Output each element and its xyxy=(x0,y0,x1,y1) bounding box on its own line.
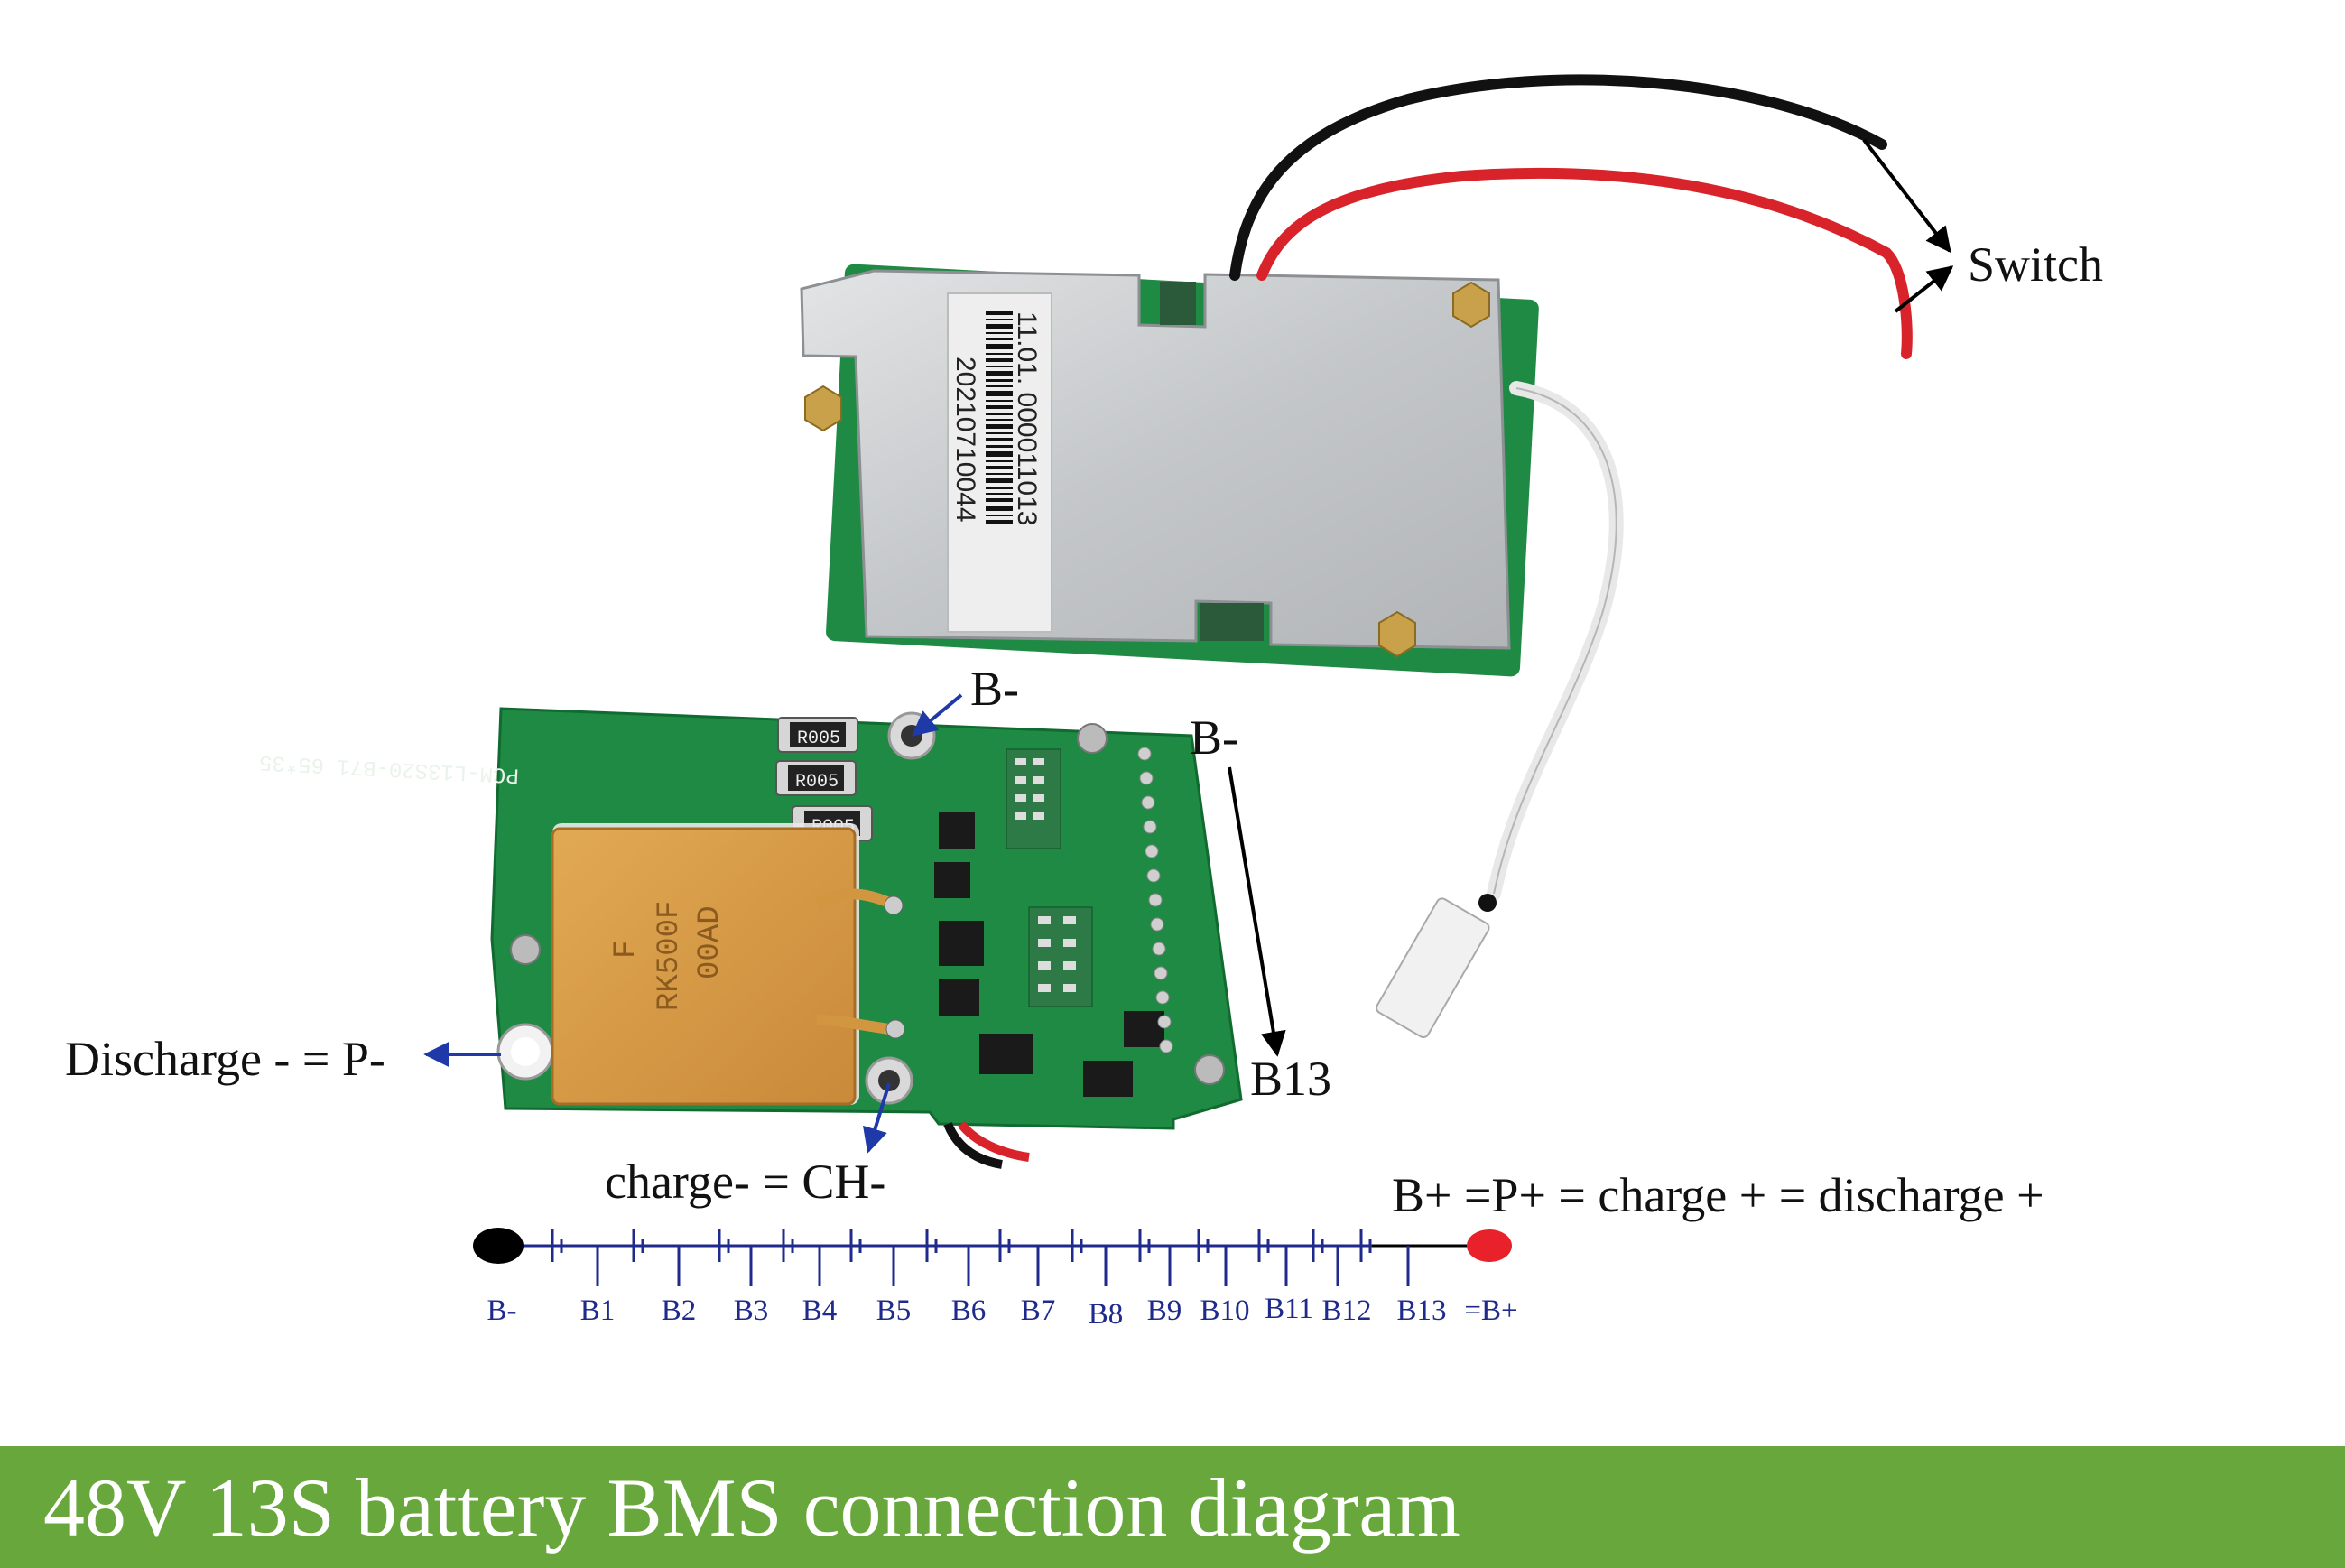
svg-text:R005: R005 xyxy=(797,728,840,749)
cell-label-b6: B6 xyxy=(950,1294,987,1327)
model-text: PCM-L13S20-B71 65*35 xyxy=(259,749,520,787)
bms-bottom-board: R005 R005 R005 PCM-L13S20-B71 65*35 xyxy=(259,707,1243,1169)
cell-label-b1: B1 xyxy=(579,1294,616,1327)
b-minus-node xyxy=(473,1228,524,1264)
svg-text:RK500F: RK500F xyxy=(653,901,687,1011)
svg-text:F: F xyxy=(609,941,644,959)
charge-arrow xyxy=(863,1082,891,1154)
b13-label: B13 xyxy=(1250,1052,1332,1106)
cell-label-b4: B4 xyxy=(802,1294,838,1327)
cell-label-b12: B12 xyxy=(1321,1294,1372,1327)
switch-arrow-red xyxy=(1894,265,1954,313)
cell-schematic xyxy=(505,1229,1467,1286)
ntc-sensor xyxy=(1376,897,1490,1039)
cell-label-b13: B13 xyxy=(1396,1294,1447,1327)
cell-label-b7: B7 xyxy=(1020,1294,1056,1327)
switch-label: Switch xyxy=(1968,237,2104,292)
discharge-label: Discharge - = P- xyxy=(65,1032,385,1086)
black-wire xyxy=(1229,74,1887,281)
cell-taps xyxy=(596,1246,1410,1286)
banner-title: 48V 13S battery BMS connection diagram xyxy=(43,1461,1460,1554)
charge-label: charge- = CH- xyxy=(605,1155,886,1209)
cell-label-b8: B8 xyxy=(1088,1298,1124,1331)
switch-arrow-black xyxy=(1862,138,1951,254)
balance-order-arrow xyxy=(1228,766,1286,1057)
b-plus-node xyxy=(1467,1229,1512,1262)
bplus-label: B+ =P+ = charge + = discharge + xyxy=(1392,1168,2044,1222)
cell-label-b-plus: =B+ xyxy=(1464,1294,1518,1327)
red-wire xyxy=(1256,167,1913,359)
b-minus-top-label: B- xyxy=(970,662,1019,716)
cell-label-b2: B2 xyxy=(661,1294,697,1327)
cell-symbols xyxy=(551,1229,1372,1262)
cell-label-b3: B3 xyxy=(733,1294,769,1327)
balance-pads xyxy=(1137,747,1173,1053)
cell-label-b-minus: B- xyxy=(487,1294,517,1327)
title-banner: 48V 13S battery BMS connection diagram xyxy=(0,1446,2345,1568)
b-minus-side-label: B- xyxy=(1190,710,1238,765)
bms-top-board: 11.01. 000011013 20210710044 xyxy=(800,264,1539,677)
label-line2: 20210710044 xyxy=(950,357,980,523)
barcode xyxy=(986,311,1013,524)
cell-label-b10: B10 xyxy=(1200,1294,1250,1327)
serial-label: 11.01. 000011013 20210710044 xyxy=(947,292,1052,633)
smd-components xyxy=(934,748,1164,1097)
mosfet-pack: F RK500F 00AD xyxy=(551,823,905,1106)
cell-label-b11: B11 xyxy=(1265,1293,1313,1325)
svg-text:00AD: 00AD xyxy=(693,905,728,979)
label-line1: 11.01. 000011013 xyxy=(1012,311,1042,525)
screw-icon xyxy=(804,281,1490,658)
cell-label-b5: B5 xyxy=(876,1294,912,1327)
svg-text:R005: R005 xyxy=(795,772,839,793)
mounting-hole-icon xyxy=(496,711,1225,1105)
b-minus-top-arrow xyxy=(911,693,963,737)
cell-label-b9: B9 xyxy=(1146,1294,1182,1327)
metal-shield xyxy=(800,269,1511,650)
